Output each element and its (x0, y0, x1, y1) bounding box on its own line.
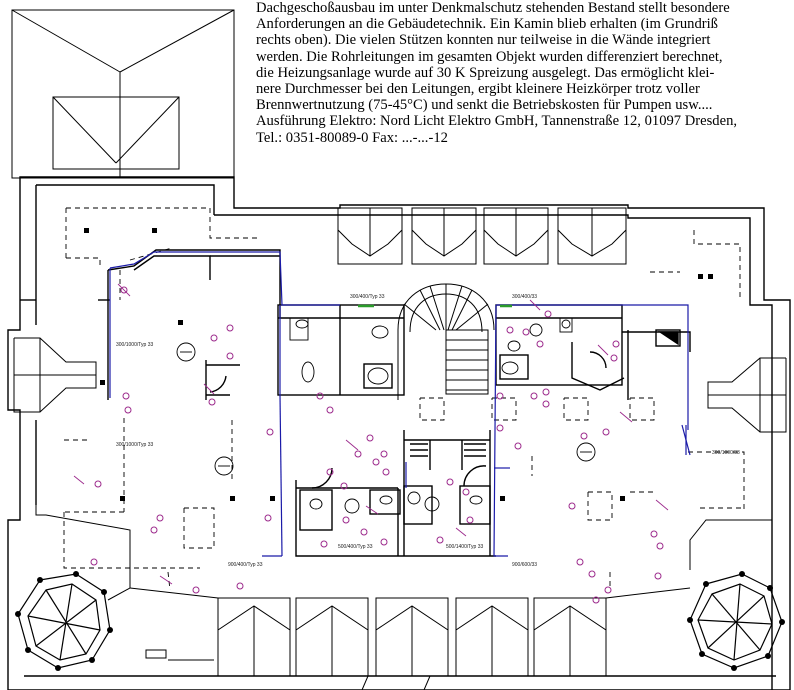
lower-roof-lines (35, 505, 772, 661)
radiator-label-left-upper: 300/1000/Typ 33 (116, 342, 153, 348)
description-line: Anforderungen an die Gebäudetechnik. Ein… (256, 16, 718, 33)
heating-pipes (109, 251, 691, 557)
radiator-label-bottom-mid: 500/1400/Typ 33 (446, 544, 483, 550)
left-side-dormer (13, 337, 97, 413)
radiator-labels: 300/1000/Typ 33 300/1000/Typ 33 300/1000… (116, 294, 740, 568)
radiator-label-top-left: 300/400/Typ 33 (350, 294, 385, 300)
octagon-tower-right (687, 571, 785, 671)
radiator-label-bottom-right: 900/600/33 (512, 562, 537, 568)
right-side-dormer (707, 357, 787, 433)
description-line: die Heizungsanlage wurde auf 30 K Spreiz… (256, 64, 715, 81)
radiator-label-left-lower: 300/1000/Typ 33 (116, 442, 153, 448)
description-line: rechts oben). Die vielen Stützen konnten… (256, 32, 711, 49)
inner-walls (98, 249, 691, 557)
roof-dormer-top-left (11, 9, 235, 179)
radiator-label-top-right: 300/400/33 (512, 294, 537, 300)
top-dormers (337, 207, 627, 265)
description-line: nere Durchmesser bei den Leitungen, ergi… (256, 81, 700, 98)
description-line: Brennwertnutzung (75-45°C) und senkt die… (256, 97, 713, 114)
electrical-symbols (73, 283, 669, 604)
bottom-dormers (217, 597, 607, 690)
outer-walls (7, 176, 791, 690)
radiator-label-stair: 500/400/Typ 33 (338, 544, 373, 550)
radiator-label-bottom-left: 900/400/Typ 33 (228, 562, 263, 568)
description-line: Dachgeschoßausbau im unter Denkmalschutz… (256, 0, 730, 16)
spiral-staircase (397, 283, 495, 400)
columns (84, 228, 713, 501)
octagon-tower-left (15, 571, 113, 671)
sanitary-fixtures (289, 317, 573, 510)
description-line: Ausführung Elektro: Nord Licht Elektro G… (256, 113, 738, 130)
radiator-label-right: 300/1000/33 (712, 450, 740, 456)
dashed-roof-lines (63, 207, 745, 591)
project-description: Dachgeschoßausbau im unter Denkmalschutz… (256, 0, 794, 146)
description-line: Tel.: 0351-80089-0 Fax: ...-...-12 (256, 129, 448, 146)
description-line: werden. Die Rohrleitungen im gesamten Ob… (256, 48, 723, 65)
